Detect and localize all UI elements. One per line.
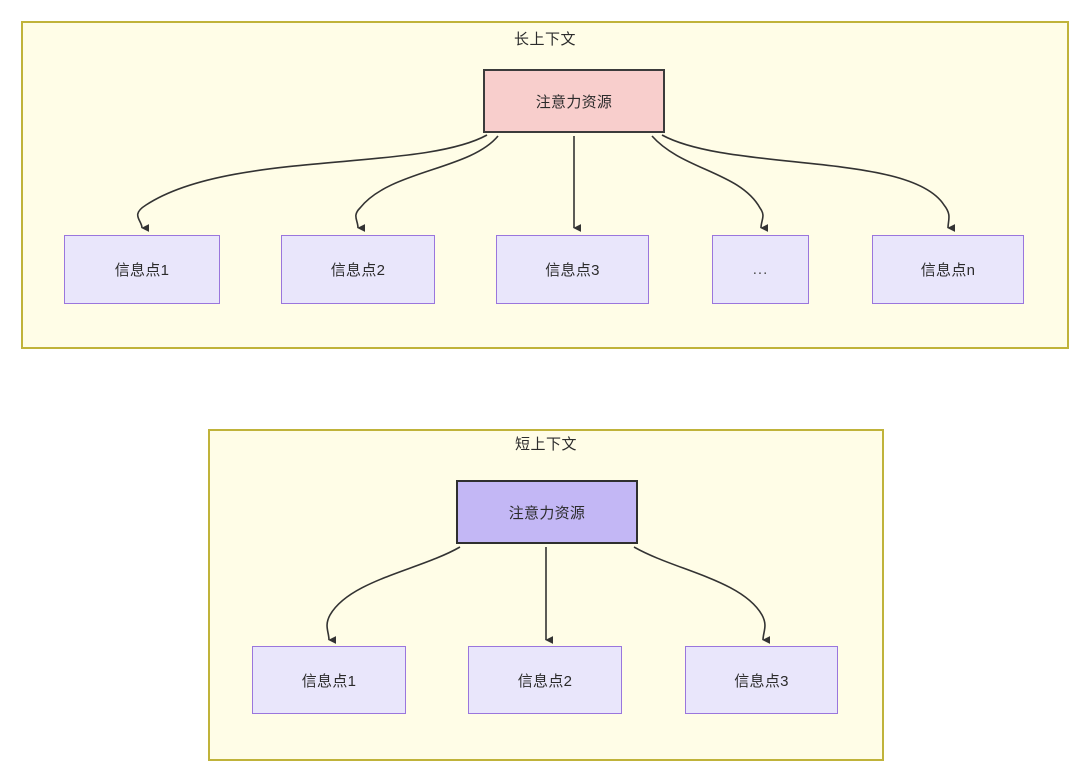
node-info-point-3-long[interactable]: 信息点3: [496, 235, 649, 304]
node-info-point-ellipsis-long[interactable]: ...: [712, 235, 809, 304]
group-title-long-context: 长上下文: [513, 31, 576, 48]
node-info-point-2-long[interactable]: 信息点2: [281, 235, 435, 304]
node-attention-resource-long[interactable]: 注意力资源: [483, 69, 665, 133]
group-title-short-context: 短上下文: [514, 436, 577, 453]
node-info-point-2-short[interactable]: 信息点2: [468, 646, 622, 714]
node-attention-resource-short[interactable]: 注意力资源: [456, 480, 638, 544]
node-info-point-n-long[interactable]: 信息点n: [872, 235, 1024, 304]
node-info-point-3-short[interactable]: 信息点3: [685, 646, 838, 714]
node-info-point-1-short[interactable]: 信息点1: [252, 646, 406, 714]
node-info-point-1-long[interactable]: 信息点1: [64, 235, 220, 304]
